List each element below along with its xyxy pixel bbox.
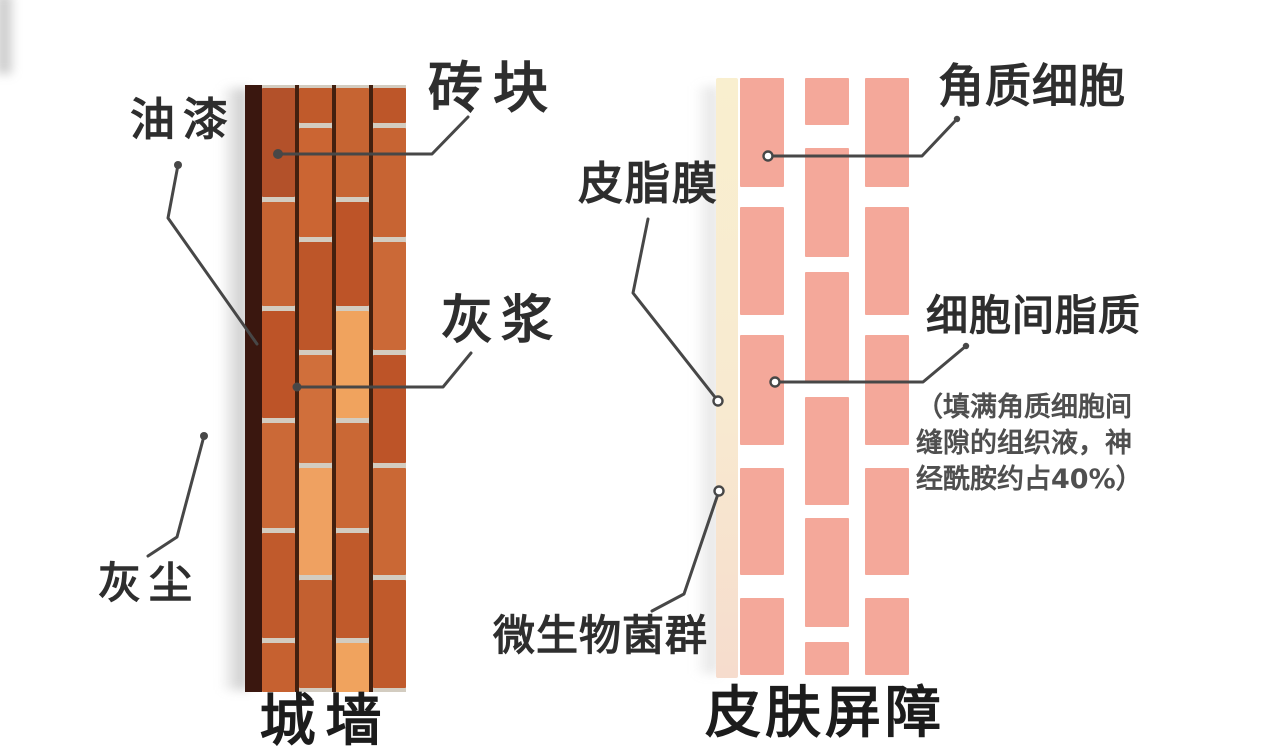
wall-brick	[262, 643, 295, 692]
corneocyte-brick	[740, 335, 784, 445]
brick-label: 砖块	[428, 56, 559, 120]
wall-brick	[262, 202, 295, 306]
ceramide-note-line3: 经酰胺约占40%）	[916, 464, 1143, 495]
brick-line-dot	[273, 149, 283, 159]
wall-brick	[336, 202, 369, 306]
lipid-connector-line	[773, 344, 968, 384]
microbiome-line-dot	[713, 485, 725, 497]
corneocyte-brick	[865, 78, 909, 187]
sebum-film-strip	[716, 78, 738, 678]
ceramide-note-line2: 缝隙的组织液，神	[916, 428, 1132, 459]
corneocyte-brick	[865, 468, 909, 575]
skin-barrier-illustration	[740, 78, 909, 675]
corneocyte-label: 角质细胞	[938, 59, 1126, 113]
intercellular-lipid-label: 细胞间脂质	[926, 291, 1142, 340]
corneocyte-brick	[865, 598, 909, 675]
wall-brick	[299, 128, 332, 237]
wall-brick	[373, 88, 406, 123]
dust-label: 灰尘	[98, 559, 200, 609]
wall-brick-column	[262, 85, 295, 692]
wall-brick	[299, 355, 332, 463]
mortar-line-dot	[292, 382, 302, 392]
paint-layer-strip	[245, 85, 262, 692]
corneocyte-brick-column	[740, 78, 784, 675]
corneocyte-brick	[805, 518, 849, 627]
corneocyte-brick	[740, 598, 784, 675]
dust-connector-line	[146, 434, 206, 558]
wall-brick	[262, 88, 295, 197]
sebum-film-label: 皮脂膜	[578, 157, 720, 210]
wall-brick	[373, 468, 406, 575]
dust-line-dot	[200, 432, 208, 440]
wall-brick	[299, 88, 332, 123]
paint-label: 油漆	[130, 93, 237, 146]
microbiome-label: 微生物菌群	[493, 611, 709, 660]
wall-brick	[299, 580, 332, 688]
mortar-label: 灰浆	[441, 291, 562, 351]
corneocyte-brick	[740, 78, 784, 187]
wall-caption: 城墙	[259, 689, 392, 746]
paint-line-dot	[174, 161, 182, 169]
wall-brick	[262, 533, 295, 638]
corneocyte-line-dot	[762, 150, 774, 162]
corneocyte-brick	[740, 468, 784, 575]
wall-brick	[336, 88, 369, 197]
wall-brick	[336, 643, 369, 692]
lipid-line-dot	[769, 376, 781, 388]
wall-brick	[336, 533, 369, 638]
microbiome-connector-line	[650, 489, 721, 613]
mortar-connector-line	[295, 351, 473, 389]
corneocyte-brick	[865, 207, 909, 315]
wall-brick	[373, 128, 406, 237]
corneocyte-brick-column	[865, 78, 909, 675]
corneocyte-brick	[805, 272, 849, 382]
corneocyte-brick	[740, 207, 784, 315]
ceramide-note-line1: （填满角质细胞间	[916, 392, 1132, 423]
corneocyte-brick	[805, 397, 849, 505]
ceramide-note: （填满角质细胞间 缝隙的组织液，神 经酰胺约占40%）	[916, 390, 1143, 498]
corneocyte-brick	[865, 335, 909, 445]
corneocyte-brick	[805, 148, 849, 257]
sebum-connector-line	[631, 217, 720, 403]
corneocyte-brick-column	[805, 78, 849, 675]
sebum-line-dot	[712, 395, 724, 407]
paint-connector-line	[166, 163, 259, 346]
wall-brick	[262, 311, 295, 418]
wall-brick	[373, 355, 406, 463]
brick-connector-line	[276, 115, 470, 156]
wall-brick	[299, 242, 332, 350]
wall-brick	[262, 423, 295, 528]
wall-brick	[336, 423, 369, 528]
wall-brick	[336, 311, 369, 418]
wall-brick	[299, 468, 332, 575]
wall-brick	[373, 580, 406, 688]
corneocyte-brick	[805, 78, 849, 125]
wall-brick	[373, 242, 406, 350]
corneocyte-brick	[805, 642, 849, 675]
corneocyte-connector-line	[766, 117, 959, 158]
skin-barrier-caption: 皮肤屏障	[705, 681, 945, 746]
corneocyte-label-dot	[953, 115, 961, 123]
lipid-label-dot	[962, 342, 970, 350]
